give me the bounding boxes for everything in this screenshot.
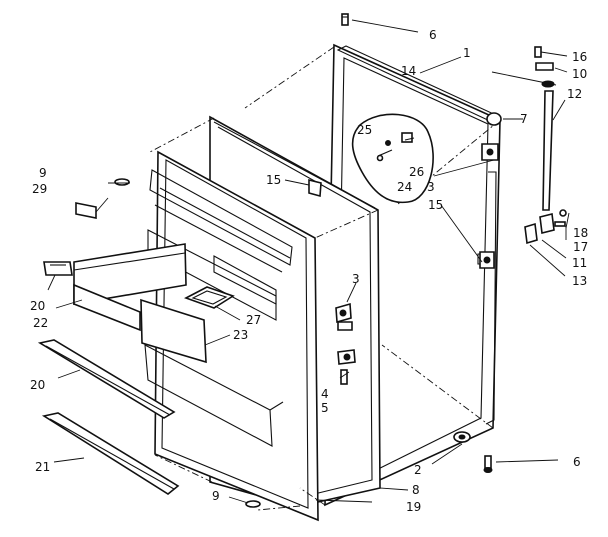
- callout-8: 8: [412, 483, 420, 497]
- callout-labels: 6 1 14 7 16 10 12 25 26 24 3 15 15 18 17…: [30, 28, 588, 514]
- hinge-part-10-icon: [535, 62, 554, 71]
- callout-23: 23: [233, 328, 248, 342]
- callout-6-top: 6: [429, 28, 437, 42]
- callout-20-upper: 20: [30, 299, 45, 313]
- callout-17: 17: [573, 240, 588, 254]
- screw-16-icon: [534, 46, 542, 58]
- callout-15-left: 15: [266, 173, 281, 187]
- hinge-15-right-icon: [479, 251, 495, 269]
- callout-19: 19: [406, 500, 421, 514]
- callout-25: 25: [357, 123, 372, 137]
- callout-16: 16: [572, 50, 587, 64]
- callout-12: 12: [567, 87, 582, 101]
- screw-9-top-icon: [114, 178, 130, 186]
- hinge-15-left-icon: [308, 178, 322, 198]
- part-27-tray: [184, 286, 235, 309]
- callout-27: 27: [246, 313, 261, 327]
- callout-15-right: 15: [428, 198, 443, 212]
- hinge-4-icon: [337, 349, 356, 365]
- part-29-label-plate: [75, 202, 97, 219]
- screw-9-bottom-icon: [245, 500, 261, 508]
- callout-11: 11: [572, 256, 587, 270]
- part-20-long-shelf-rail: [37, 339, 176, 419]
- callout-2: 2: [414, 463, 422, 477]
- callout-13: 13: [572, 274, 587, 288]
- callout-6-bottom: 6: [573, 455, 581, 469]
- hinge-3-upper-icon: [481, 143, 499, 161]
- hinge-3-lower-icon: [335, 302, 353, 331]
- callout-4: 4: [321, 387, 329, 401]
- leader-lines: [47, 19, 570, 504]
- callout-18: 18: [573, 226, 588, 240]
- hardware: [114, 13, 567, 508]
- callout-5: 5: [321, 401, 329, 415]
- cap-7-icon: [486, 112, 502, 126]
- callout-3-lower: 3: [352, 272, 360, 286]
- hinge-rod-12-icon: [542, 90, 554, 211]
- foot-2-icon: [453, 431, 471, 443]
- screw-6-bottom-icon: [483, 455, 493, 473]
- part-23-door-bin: [140, 298, 207, 364]
- callout-26: 26: [409, 165, 424, 179]
- callout-9-top: 9: [39, 166, 47, 180]
- callout-20-lower: 20: [30, 378, 45, 392]
- screw-17-18-icon: [539, 209, 567, 234]
- screw-6-top-icon: [341, 13, 349, 26]
- callout-29: 29: [32, 182, 47, 196]
- callout-9-bottom: 9: [212, 489, 220, 503]
- callout-21: 21: [35, 460, 50, 474]
- detail-inset-25-26-24: [351, 113, 434, 204]
- part-22-bin: [73, 243, 187, 332]
- hinge-11-13-icon: [524, 222, 538, 245]
- callout-14: 14: [401, 64, 416, 78]
- callout-3-upper: 3: [427, 180, 435, 194]
- part-20-upper-shelf-rail: [43, 261, 73, 276]
- callout-22: 22: [33, 316, 48, 330]
- callout-7: 7: [520, 112, 528, 126]
- callout-24: 24: [397, 180, 412, 194]
- callout-10: 10: [572, 67, 587, 81]
- part-21-trim-strip: [41, 412, 180, 495]
- callout-1: 1: [463, 46, 471, 60]
